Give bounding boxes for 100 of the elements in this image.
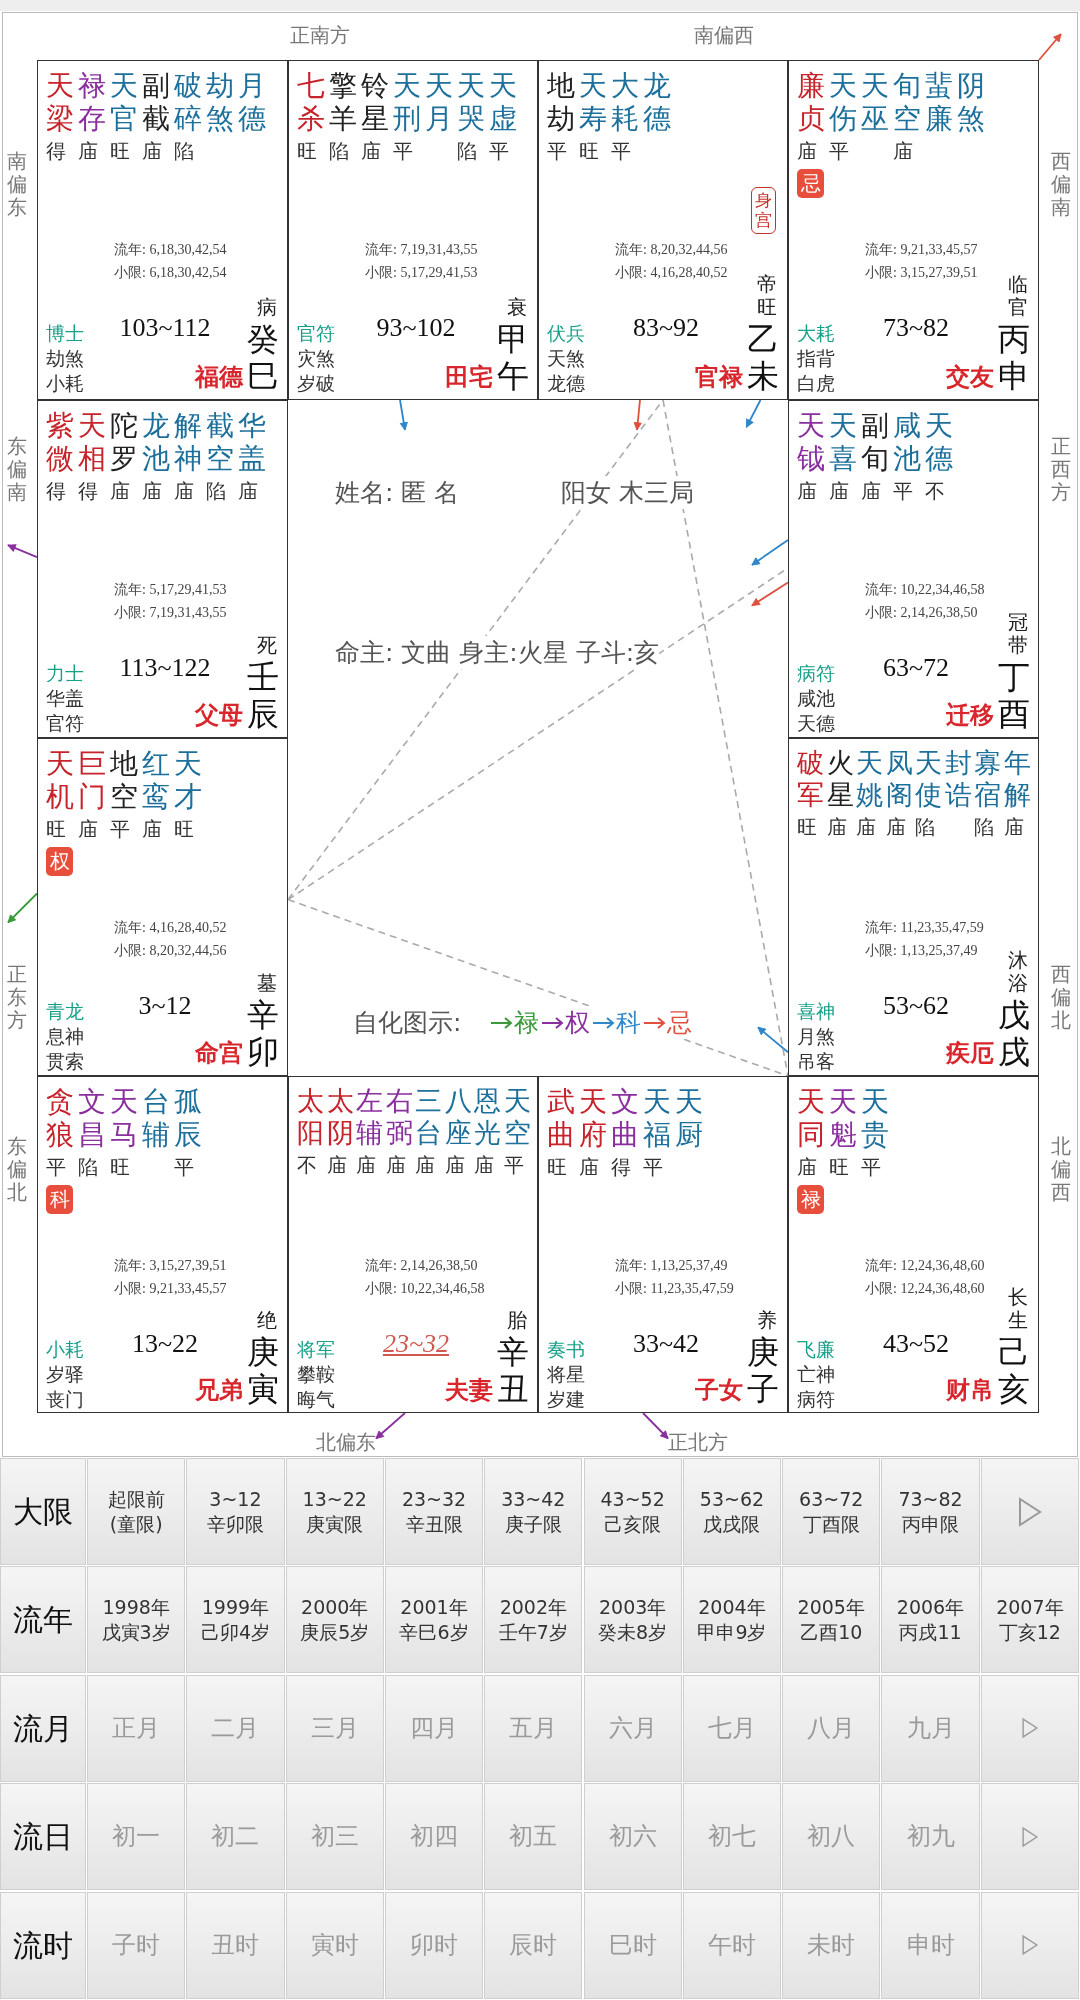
year-cell: 2001年辛巳6岁: [384, 1566, 484, 1674]
palace-name: 疾厄: [946, 1038, 994, 1069]
day-cell: 初五: [484, 1783, 583, 1891]
star-name: 太阴: [326, 1085, 354, 1149]
stem-branch: 己亥: [998, 1334, 1030, 1408]
stem-branch: 庚寅: [247, 1334, 279, 1408]
palace-box: [37, 400, 288, 738]
palace-name: 父母: [195, 700, 243, 731]
star-name: 解神: [174, 409, 202, 476]
minor-limit-text: 小限: 8,20,32,44,56: [114, 942, 227, 960]
month-cell: 二月: [186, 1674, 285, 1782]
stem-branch: 甲午: [497, 321, 529, 395]
flow-year-text: 流年: 5,17,29,41,53: [114, 581, 227, 599]
palace-box: [788, 60, 1039, 400]
spirit-name: 天煞: [547, 346, 585, 371]
star-brightness: 庙: [1003, 813, 1024, 841]
direction-label: 东偏北: [7, 1135, 27, 1204]
flow-year-text: 流年: 4,16,28,40,52: [114, 919, 227, 937]
legend-text: 忌: [667, 1007, 692, 1039]
growth-stage: 胎: [507, 1309, 527, 1332]
year-cell: 2002年壬午7岁: [484, 1566, 583, 1674]
star-name: 月德: [238, 69, 266, 136]
day-cell: 初八: [782, 1783, 881, 1891]
arrow: [751, 581, 789, 607]
minor-limit-text: 小限: 7,19,31,43,55: [114, 604, 227, 622]
star-name: 龙德: [643, 69, 671, 136]
direction-label: 北偏西: [1051, 1135, 1071, 1204]
growth-stage: 墓: [257, 972, 277, 995]
palace-box: [788, 738, 1039, 1076]
star-brightness: 陷: [78, 1154, 98, 1182]
star-brightness: 陷: [974, 813, 994, 841]
month-cell: 八月: [782, 1674, 881, 1782]
day-cell: 初九: [881, 1783, 980, 1891]
star-name: 陀罗: [110, 409, 138, 476]
star-brightness: 旺: [797, 813, 817, 841]
star-brightness: 庙: [861, 478, 881, 506]
star-name: 天伤: [829, 69, 857, 136]
arrow: [7, 544, 38, 559]
star-brightness: 平: [861, 1154, 881, 1182]
minor-limit-text: 小限: 1,13,25,37,49: [865, 942, 978, 960]
palace-box: [788, 400, 1039, 738]
star-brightness: 庙: [415, 1151, 435, 1179]
minor-limit-text: 小限: 4,16,28,40,52: [615, 264, 728, 282]
star-name: 凤阁: [885, 747, 913, 811]
star-name: 破军: [797, 747, 824, 811]
spirit-name: 喜神: [797, 999, 835, 1024]
hour-cell: 寅时: [285, 1891, 384, 1999]
star-brightness: 不: [297, 1151, 317, 1179]
star-brightness: 平: [174, 1154, 194, 1182]
star-brightness: 陷: [457, 138, 477, 166]
star-brightness: 庙: [474, 1151, 494, 1179]
direction-label: 南偏东: [7, 150, 27, 219]
star-name: 左辅: [356, 1085, 383, 1149]
star-brightness: 旺: [46, 816, 66, 844]
minor-limit-text: 小限: 6,18,30,42,54: [114, 264, 227, 282]
star-brightness: 旺: [579, 138, 599, 166]
spirit-name: 劫煞: [46, 346, 84, 371]
star-name: 天使: [915, 747, 942, 811]
palace-box: [288, 1076, 538, 1413]
star-brightness: 庙: [797, 138, 817, 166]
star-name: 天官: [110, 69, 138, 136]
growth-stage: 长生: [1008, 1286, 1028, 1332]
spirit-name: 将星: [547, 1362, 585, 1387]
decade-range: 43~52: [881, 1329, 951, 1359]
month-cell: 三月: [285, 1674, 384, 1782]
star-name: 年解: [1003, 747, 1031, 811]
decade-cell: 43~52 己亥限: [583, 1458, 682, 1565]
arrow: [399, 399, 408, 431]
body-palace-badge: 身宫: [751, 187, 776, 235]
minor-limit-text: 小限: 10,22,34,46,58: [365, 1280, 485, 1298]
row-header: 流日: [0, 1783, 86, 1891]
arrow: [757, 1026, 789, 1054]
star-name: 太阳: [297, 1085, 324, 1149]
year-cell: 2000年庚辰5岁: [285, 1566, 384, 1674]
stem-branch: 癸巳: [247, 321, 279, 395]
spirit-name: 官符: [46, 711, 84, 736]
arrow: [633, 399, 642, 431]
palace-name: 田宅: [445, 362, 493, 393]
decade-cell: 3~12 辛卯限: [186, 1458, 285, 1565]
month-cell: 六月: [583, 1674, 682, 1782]
stem-branch: 丙申: [998, 321, 1030, 395]
row-header: 流年: [0, 1566, 86, 1674]
year-cell: 2003年癸未8岁: [583, 1566, 682, 1674]
star-name: 天才: [174, 747, 202, 814]
star-name: 擎羊: [329, 69, 357, 136]
decade-cell: 起限前 (童限): [87, 1458, 186, 1565]
star-name: 地空: [110, 747, 138, 814]
growth-stage: 帝旺: [757, 273, 777, 319]
star-name: 巨门: [78, 747, 106, 814]
star-name: 旬空: [893, 69, 921, 136]
spirit-name: 飞廉: [797, 1337, 835, 1362]
star-name: 天空: [503, 1085, 531, 1149]
star-brightness: 平: [547, 138, 567, 166]
star-name: 天钺: [797, 409, 825, 476]
day-cell: 初一: [87, 1783, 186, 1891]
dashed-line: [662, 399, 789, 1077]
star-brightness: 庙: [885, 813, 906, 841]
direction-label: 南偏西: [694, 22, 754, 49]
star-brightness: 平: [489, 138, 509, 166]
year-cell: 2006年丙戌11: [881, 1566, 980, 1674]
